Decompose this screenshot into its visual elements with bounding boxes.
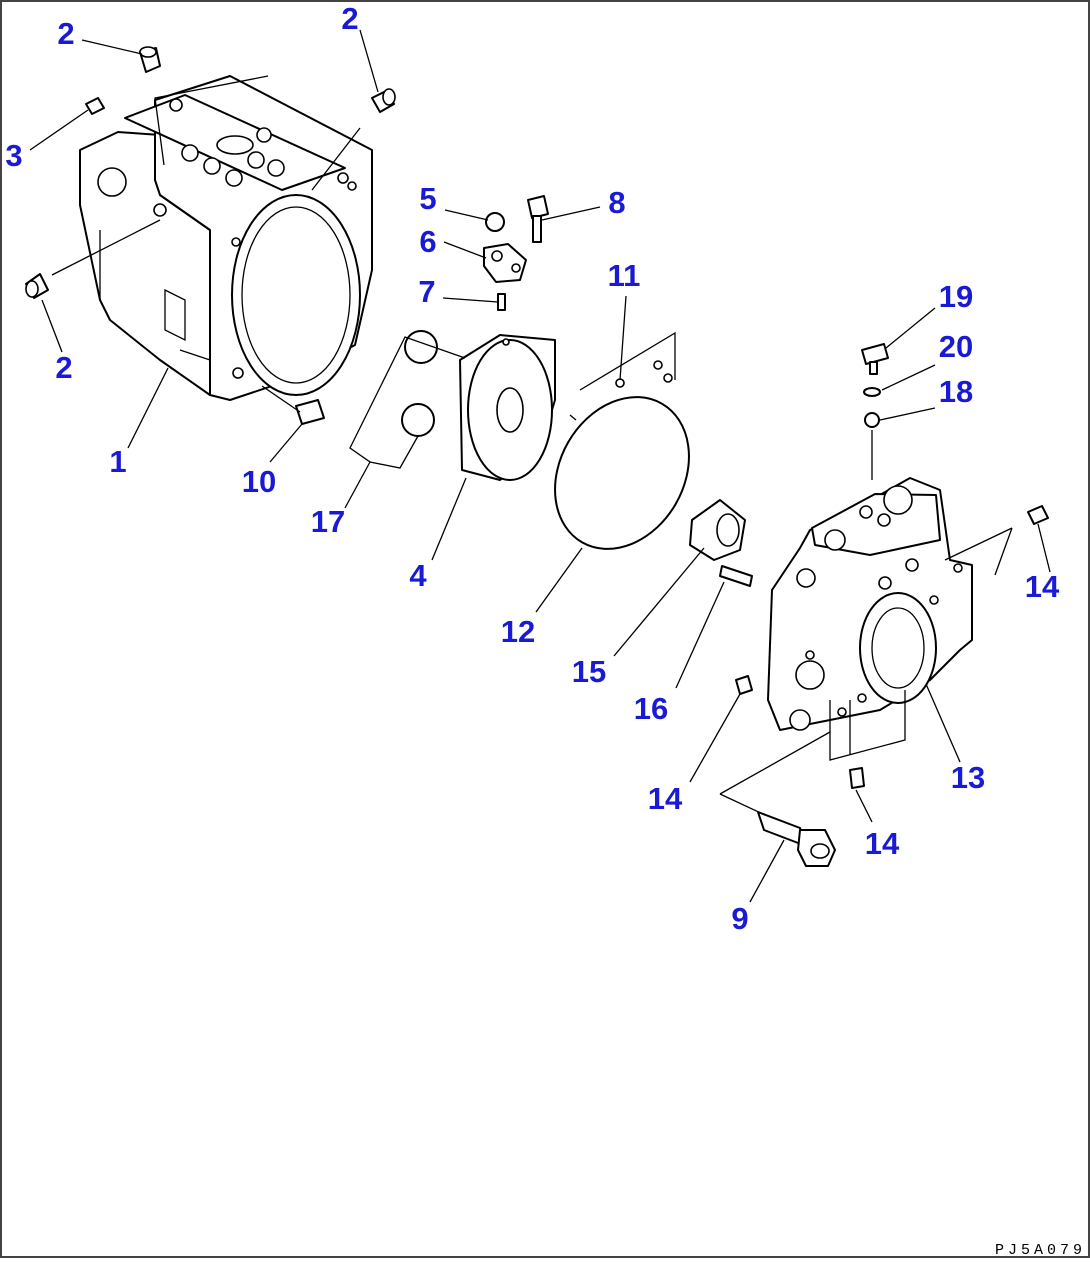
callout-5: 5: [419, 181, 436, 216]
callout-1: 1: [109, 444, 126, 479]
o-ring-20: [863, 387, 881, 397]
bolt-8: [527, 195, 549, 243]
block-6: [483, 243, 527, 283]
pin-16: [719, 565, 753, 587]
callout-9: 9: [731, 901, 748, 936]
o-ring-12: [554, 396, 690, 550]
pin-7: [497, 293, 506, 311]
plug-2-top: [139, 46, 161, 73]
ball-18: [864, 412, 880, 428]
plug-14-right: [1027, 505, 1049, 525]
callout-3: 3: [5, 138, 22, 173]
callout-14-bottom: 14: [865, 826, 900, 861]
callout-18: 18: [939, 374, 973, 409]
plug-2-left: [25, 273, 49, 299]
callout-19: 19: [939, 279, 973, 314]
callout-15: 15: [572, 654, 606, 689]
gasket-11: [569, 331, 676, 421]
plug-14-left: [735, 675, 753, 695]
drawing-code: PJ5A079: [995, 1242, 1086, 1258]
callout-4: 4: [409, 558, 427, 593]
callout-2-left: 2: [55, 350, 72, 385]
callout-labels: 2 2 3 2 1 10 5 8 6 7 11 17 4 12 19 20 18…: [5, 1, 1060, 936]
callout-12: 12: [501, 614, 535, 649]
plug-14-bottom: [849, 767, 865, 789]
callout-16: 16: [634, 691, 668, 726]
pin-10: [295, 399, 325, 425]
callout-11: 11: [608, 258, 641, 293]
plate-4: [459, 334, 556, 481]
bolt-9: [757, 811, 836, 867]
leader-lines: [29, 29, 1051, 903]
callout-2-right: 2: [341, 1, 358, 36]
callout-14-right: 14: [1025, 569, 1060, 604]
callout-6: 6: [419, 224, 436, 259]
callout-14-left: 14: [648, 781, 683, 816]
pump-case: [79, 75, 373, 401]
callout-17: 17: [311, 504, 345, 539]
ball-5: [485, 212, 505, 232]
balls-17: [401, 330, 438, 437]
valve-body-13: [767, 477, 973, 731]
callout-20: 20: [939, 329, 973, 364]
callout-8: 8: [608, 185, 625, 220]
sleeve-15: [689, 499, 746, 561]
plug-2-right: [371, 88, 396, 113]
plug-3: [85, 97, 105, 115]
callout-10: 10: [242, 464, 276, 499]
callout-13: 13: [951, 760, 985, 795]
callout-2-top: 2: [57, 16, 74, 51]
plug-19: [861, 343, 889, 375]
callout-7: 7: [418, 274, 435, 309]
